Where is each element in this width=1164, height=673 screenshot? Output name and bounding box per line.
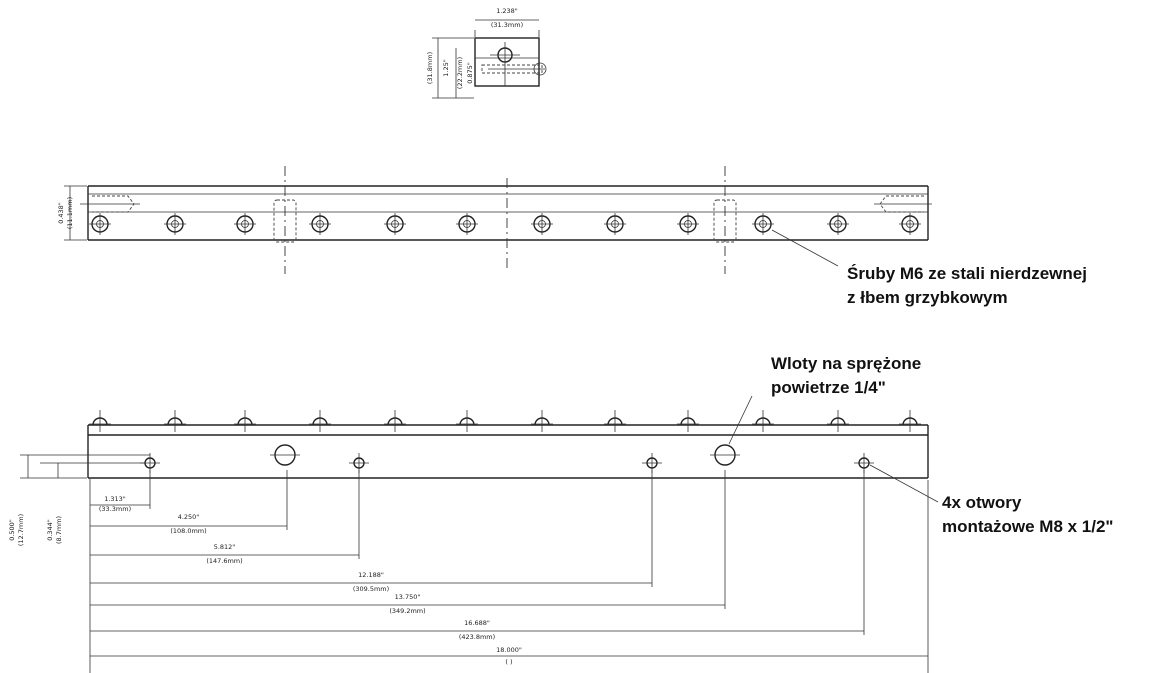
end-view-width-in: 1.238" (496, 7, 518, 15)
fastener-head (384, 410, 406, 432)
dimension-mm: (33.3mm) (99, 505, 131, 513)
mounting-holes-callout-line1: 4x otwory (942, 493, 1022, 512)
end-view-h1-mm: (31.8mm) (426, 52, 434, 84)
end-view-outline (474, 37, 540, 87)
dimension-inch: 13.750" (395, 593, 421, 601)
end-view-h1-in: 1.25" (442, 59, 450, 76)
screw-head (604, 213, 626, 235)
dimension-mm: (309.5mm) (353, 585, 389, 593)
ordinate-dimension: 4.250" (108.0mm) (90, 470, 288, 535)
inlets-leader-line (728, 395, 753, 445)
offset1-mm: (12.7mm) (17, 514, 25, 546)
offset2-in: 0.344" (46, 519, 54, 541)
ordinate-dimensions: 1.313" (33.3mm) 4.250" (108.0mm) 5.812" (147.… (90, 470, 928, 666)
fastener-head (89, 410, 111, 432)
screw-head (164, 213, 186, 235)
screws-leader-line (771, 229, 839, 267)
screw-head (384, 213, 406, 235)
screws-callout-line2: z łbem grzybkowym (847, 288, 1008, 307)
fastener-head (827, 410, 849, 432)
ordinate-dimension: 1.313" (33.3mm) (90, 470, 151, 513)
fastener-head (531, 410, 553, 432)
inlets-callout-line2: powietrze 1/4" (771, 378, 886, 397)
side-view-height-mm: (11.1mm) (66, 197, 74, 229)
end-view: 1.238" (31.3mm) (31.8mm) 1.25" (22.2mm) … (426, 7, 547, 99)
inlets-callout: Wloty na sprężone powietrze 1/4" (771, 352, 921, 400)
fastener-head (164, 410, 186, 432)
fastener-head (752, 410, 774, 432)
inlets-callout-line1: Wloty na sprężone (771, 354, 922, 373)
fastener-head (456, 410, 478, 432)
screw-row (89, 213, 921, 235)
mounting-hole (349, 453, 369, 473)
fastener-head (604, 410, 626, 432)
mounting-leader-line (869, 464, 939, 503)
screw-head (309, 213, 331, 235)
dimension-inch: 1.313" (104, 495, 126, 503)
dimension-inch: 16.688" (464, 619, 490, 627)
ordinate-dimension: 16.688" (423.8mm) (90, 470, 865, 641)
mounting-hole (854, 453, 874, 473)
dimension-inch: 12.188" (358, 571, 384, 579)
end-view-h2-in: 0.875" (466, 62, 474, 84)
screw-head (531, 213, 553, 235)
fastener-row (89, 410, 921, 432)
fastener-head (899, 410, 921, 432)
ordinate-dimension: 13.750" (349.2mm) (90, 470, 726, 615)
screws-callout: Śruby M6 ze stali nierdzewnej z łbem grz… (847, 262, 1087, 310)
dimension-mm: (147.6mm) (206, 557, 242, 565)
mounting-holes-callout: 4x otwory montażowe M8 x 1/2" (942, 491, 1114, 539)
ordinate-dimension: 5.812" (147.6mm) (90, 470, 360, 565)
side-view-height-in: 0.438" (57, 202, 65, 224)
fastener-head (677, 410, 699, 432)
dimension-mm: (108.0mm) (170, 527, 206, 535)
screw-head (677, 213, 699, 235)
ordinate-dimension: 18.000" ( ) (90, 646, 928, 666)
screws-callout-line1: Śruby M6 ze stali nierdzewnej (847, 264, 1087, 283)
mounting-holes-callout-line2: montażowe M8 x 1/2" (942, 517, 1114, 536)
end-view-h2-mm: (22.2mm) (456, 57, 464, 89)
side-view: 0.438" (11.1mm) (57, 166, 932, 274)
screw-head (234, 213, 256, 235)
dimension-mm: ( ) (505, 658, 512, 666)
end-view-width-mm: (31.3mm) (491, 21, 523, 29)
plan-view: 0.500" (12.7mm) 0.344" (8.7mm) 1.313" (33… (8, 395, 939, 673)
fastener-head (309, 410, 331, 432)
screw-head (456, 213, 478, 235)
screw-head (827, 213, 849, 235)
dimension-mm: (423.8mm) (459, 633, 495, 641)
dimension-inch: 4.250" (178, 513, 200, 521)
offset2-mm: (8.7mm) (55, 516, 63, 544)
screw-head (89, 213, 111, 235)
dimension-inch: 5.812" (214, 543, 236, 551)
dimension-inch: 18.000" (496, 646, 522, 654)
offset1-in: 0.500" (8, 519, 16, 541)
screw-head (752, 213, 774, 235)
fastener-head (234, 410, 256, 432)
mounting-hole (642, 453, 662, 473)
screw-head (899, 213, 921, 235)
dimension-mm: (349.2mm) (389, 607, 425, 615)
ordinate-dimension: 12.188" (309.5mm) (90, 470, 653, 593)
